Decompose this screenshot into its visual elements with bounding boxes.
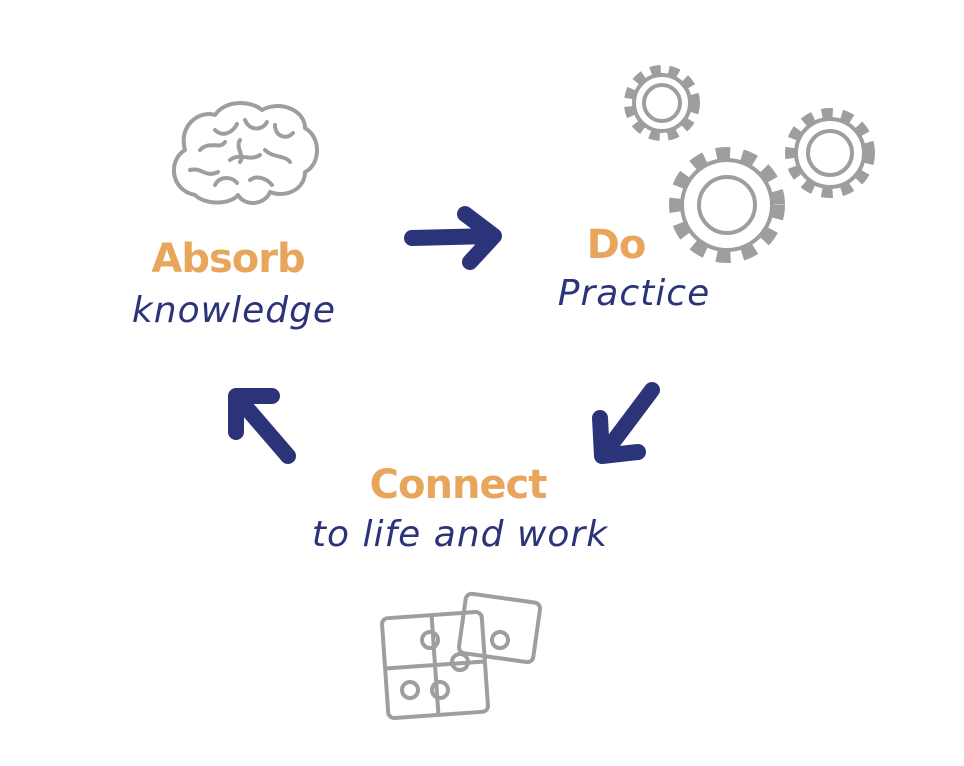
step-absorb-subtitle: knowledge [131,290,337,331]
step-connect-title: Connect [369,462,548,508]
gears-icon [624,65,875,263]
step-absorb-title: Absorb [151,236,305,282]
arrow-up-left-icon [228,388,296,464]
arrow-down-left-icon [592,382,660,464]
gear-large-icon [669,147,785,263]
gear-small-icon [624,65,700,141]
step-do-title: Do [586,222,647,268]
brain-icon [171,101,319,205]
puzzle-icon [380,591,543,720]
step-do-subtitle: Practice [557,273,711,314]
step-connect-subtitle: to life and work [311,514,609,555]
arrow-right-icon [404,206,502,270]
gear-right-icon [785,108,875,198]
